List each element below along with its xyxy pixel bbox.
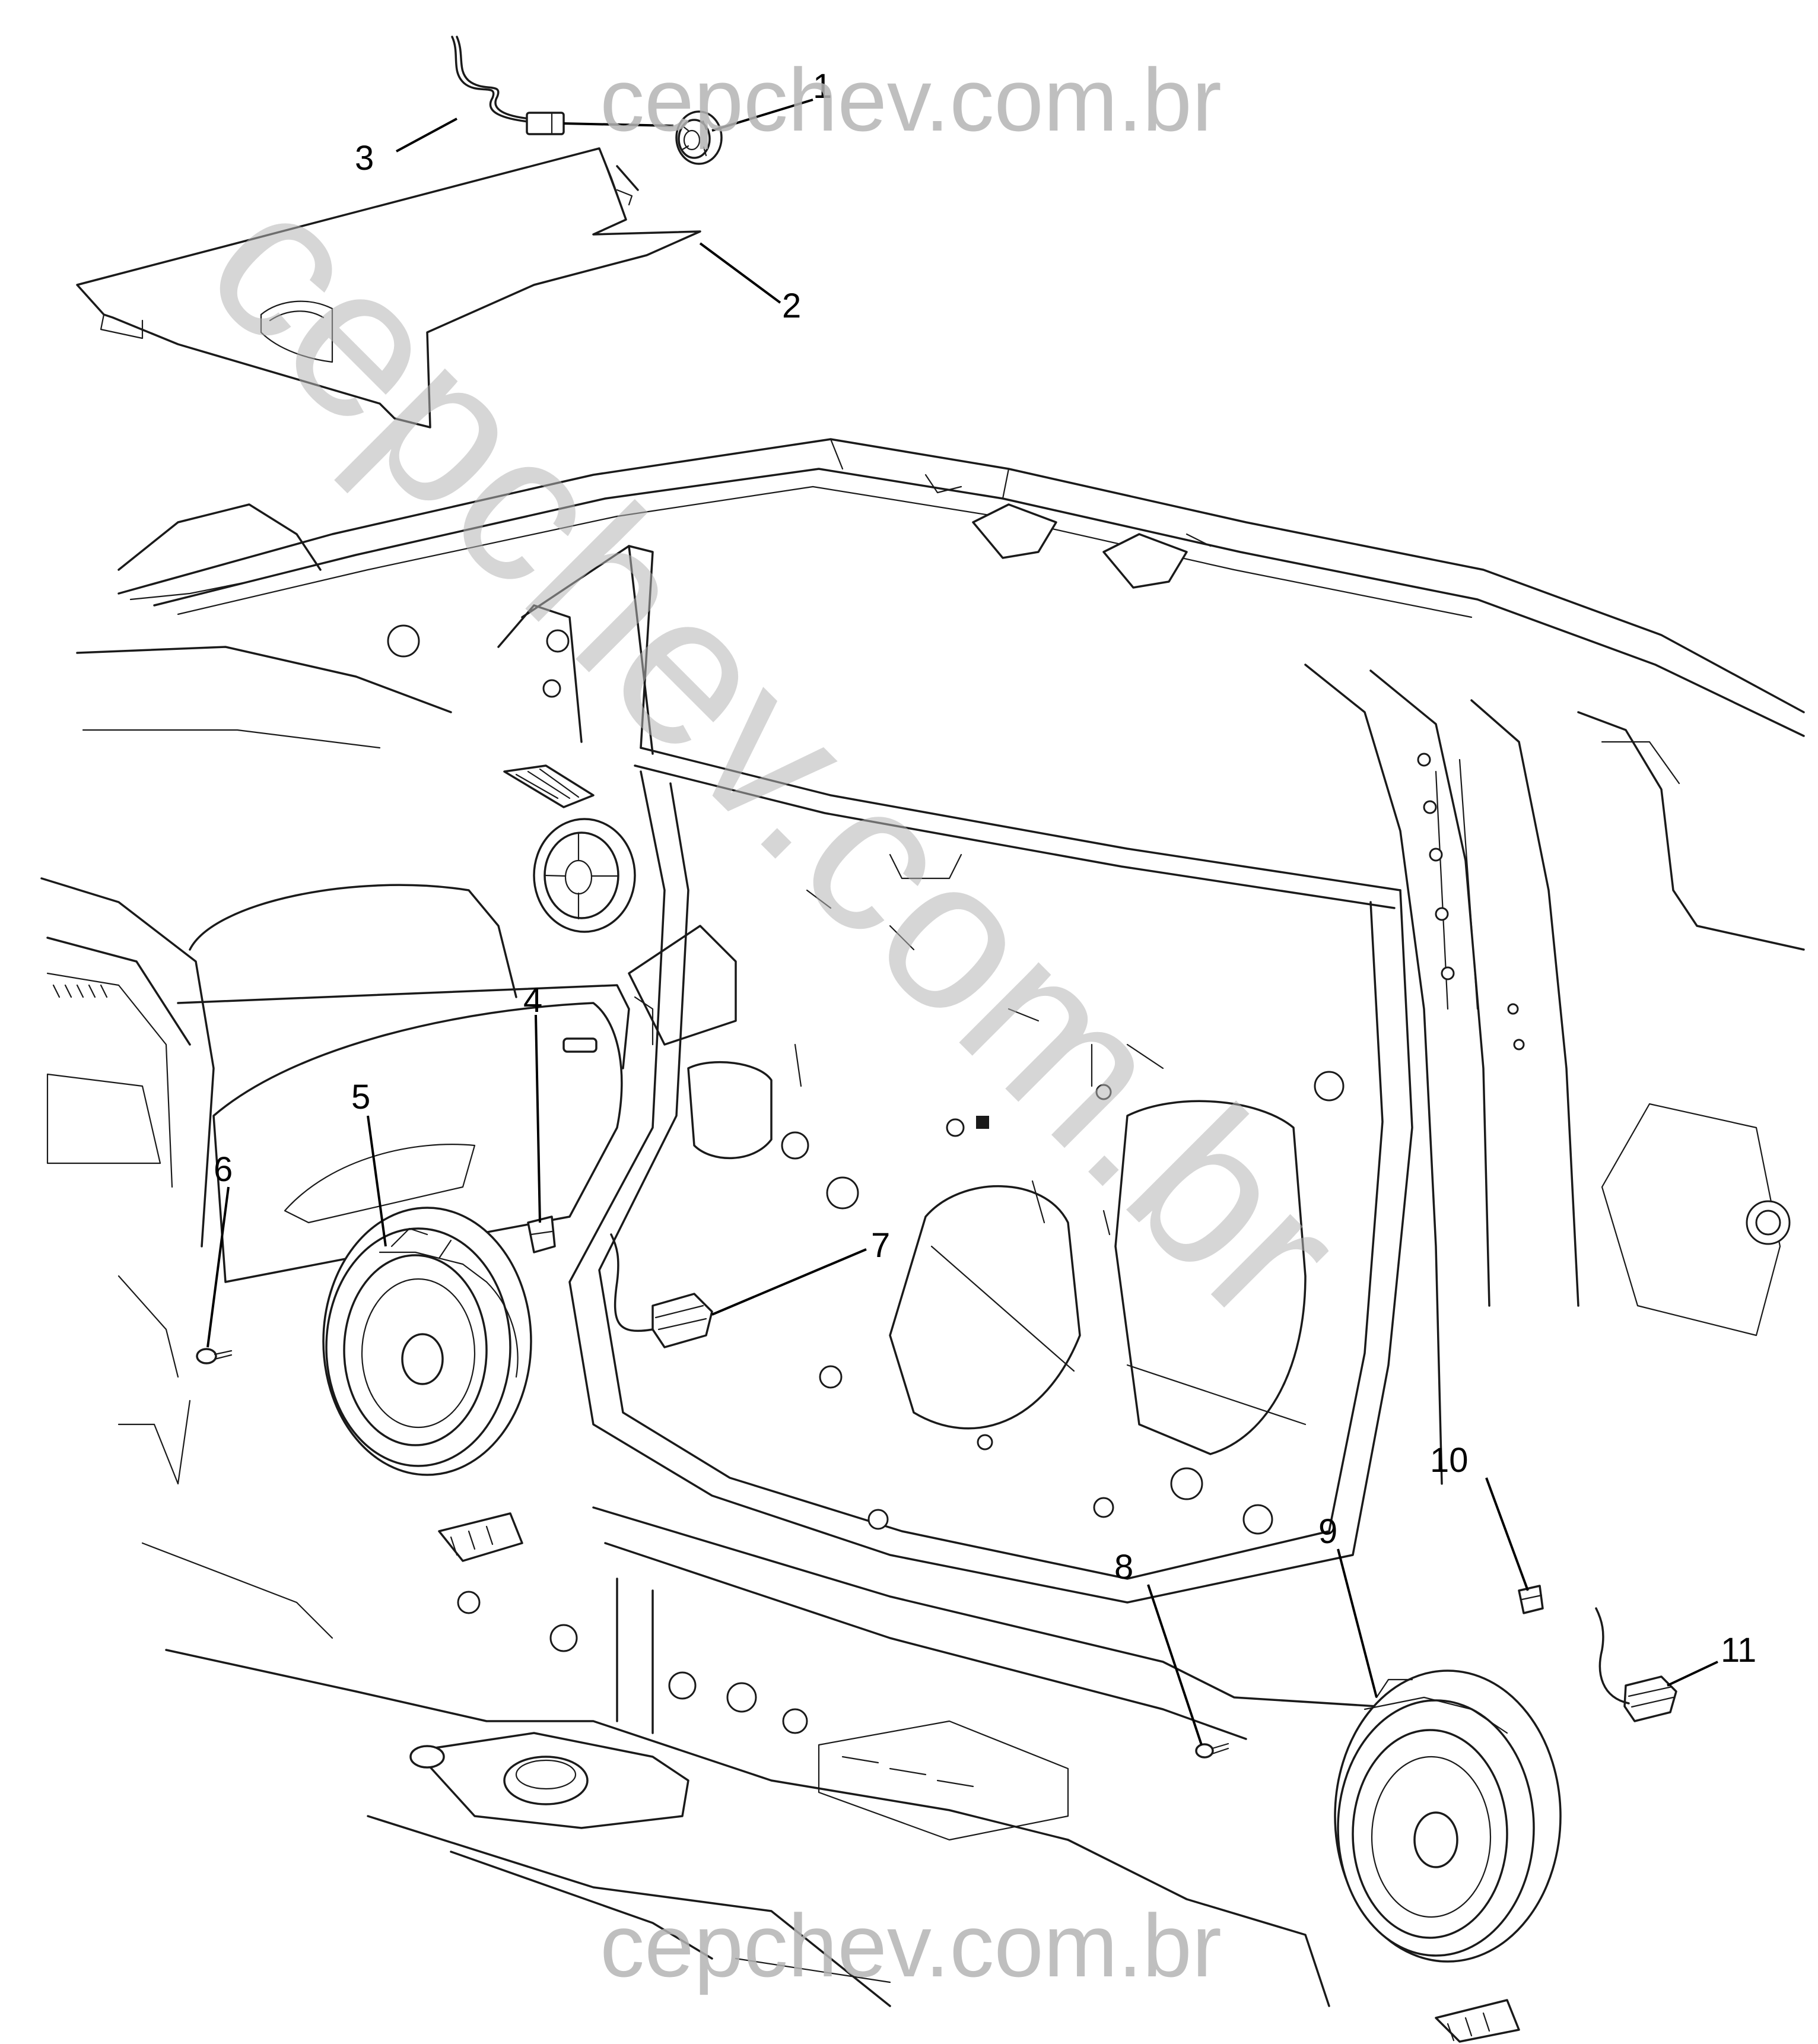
speaker-screw-rear bbox=[1195, 1743, 1229, 1759]
callout-leader-lines bbox=[206, 99, 1718, 1745]
callout-1: 1 bbox=[813, 67, 832, 106]
rear-door-speaker bbox=[1334, 1670, 1562, 2043]
tweeter-wire-harness bbox=[451, 36, 529, 123]
speaker-screw-front bbox=[196, 1348, 233, 1364]
callout-6: 6 bbox=[214, 1150, 233, 1189]
vehicle-body-structure bbox=[40, 438, 1805, 2007]
instrument-panel-end bbox=[212, 1002, 623, 1283]
callout-4: 4 bbox=[523, 981, 542, 1020]
watermark-bottom: cepchev.com.br bbox=[600, 1896, 1222, 1995]
callout-5: 5 bbox=[351, 1078, 370, 1116]
roof-bracket-2 bbox=[1102, 533, 1188, 589]
front-door-speaker bbox=[322, 1207, 532, 1562]
callout-7: 7 bbox=[871, 1226, 890, 1265]
wire-connector bbox=[526, 112, 565, 135]
watermark-diagonal: cepchev.com.br bbox=[163, 142, 1387, 1367]
watermark-top: cepchev.com.br bbox=[600, 50, 1222, 150]
cowl-vent bbox=[503, 764, 595, 808]
seat-anchor-bolt bbox=[409, 1745, 445, 1769]
speaker-connector-front bbox=[610, 1233, 713, 1348]
roof-bracket-1 bbox=[972, 503, 1057, 559]
a-pillar-round-vent bbox=[533, 818, 636, 933]
console-cup bbox=[503, 1756, 589, 1805]
callout-10: 10 bbox=[1430, 1441, 1469, 1480]
callout-3: 3 bbox=[355, 139, 374, 177]
speaker-retainer-clip-front bbox=[527, 1215, 556, 1253]
callout-11: 11 bbox=[1721, 1631, 1756, 1670]
callout-9: 9 bbox=[1318, 1512, 1337, 1551]
callout-2: 2 bbox=[782, 287, 801, 325]
watermarks: cepchev.com.br cepchev.com.br cepchev.co… bbox=[163, 50, 1387, 1995]
tweeter-speaker bbox=[675, 110, 723, 165]
door-access-opening-2 bbox=[1114, 1100, 1307, 1455]
callout-numbers: 1 2 3 4 5 6 7 8 9 10 11 bbox=[214, 67, 1756, 1670]
a-pillar-trim-group bbox=[76, 36, 723, 429]
callout-8: 8 bbox=[1114, 1548, 1133, 1586]
speaker-retainer-clip-rear bbox=[1518, 1585, 1544, 1614]
speaker-connector-rear bbox=[1595, 1607, 1677, 1722]
door-access-opening-1 bbox=[889, 1185, 1081, 1430]
